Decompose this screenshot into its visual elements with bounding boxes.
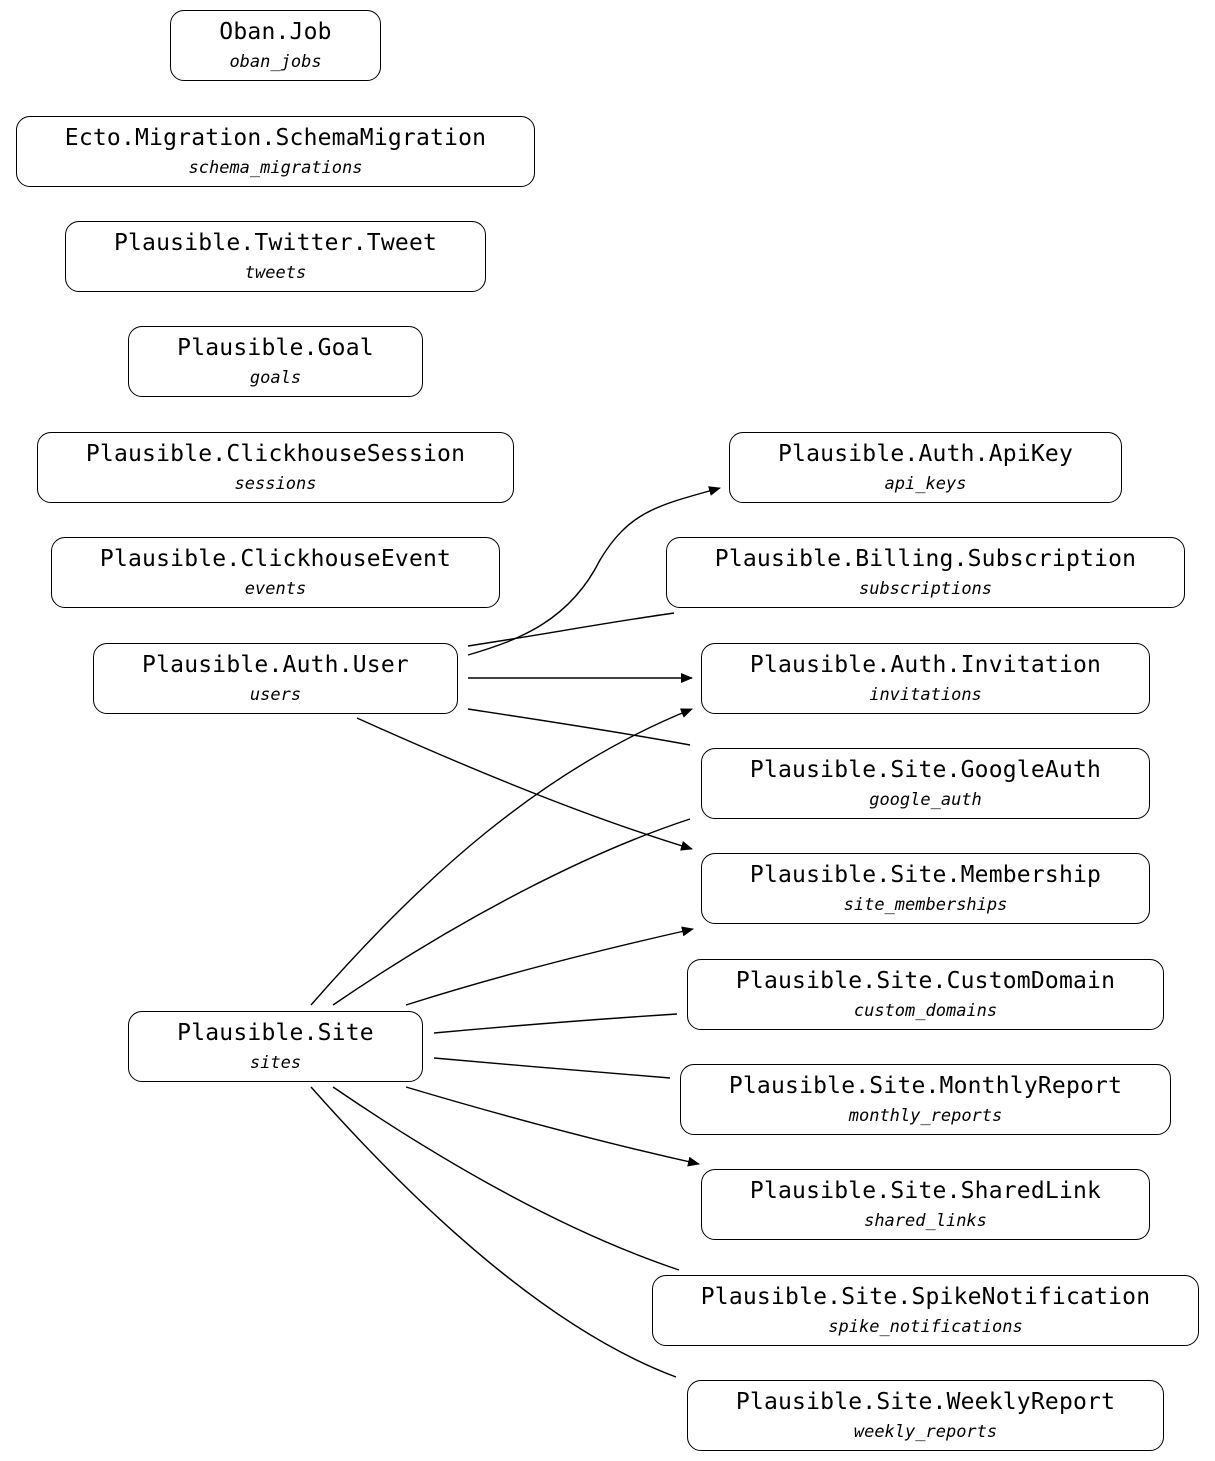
- node-clickhouse-session: Plausible.ClickhouseSession sessions: [37, 432, 514, 503]
- node-custom-domain: Plausible.Site.CustomDomain custom_domai…: [687, 959, 1164, 1030]
- node-module-name: Plausible.Site.GoogleAuth: [749, 757, 1102, 783]
- node-membership: Plausible.Site.Membership site_membershi…: [701, 853, 1150, 924]
- node-table-name: subscriptions: [858, 579, 993, 599]
- edge-site-invitation: [310, 708, 693, 1006]
- edge-site-membership: [405, 926, 694, 1006]
- edge-user-google-auth: [467, 708, 691, 746]
- node-module-name: Plausible.Site.SharedLink: [749, 1178, 1102, 1204]
- node-tweet: Plausible.Twitter.Tweet tweets: [65, 221, 486, 292]
- node-table-name: site_memberships: [843, 895, 1008, 915]
- node-module-name: Plausible.Goal: [177, 335, 374, 361]
- node-module-name: Plausible.ClickhouseSession: [85, 441, 466, 467]
- node-table-name: sessions: [234, 474, 317, 494]
- node-module-name: Plausible.Site.WeeklyReport: [735, 1389, 1116, 1415]
- node-table-name: schema_migrations: [188, 158, 363, 178]
- edge-site-monthly-report: [433, 1057, 671, 1079]
- node-invitation: Plausible.Auth.Invitation invitations: [701, 643, 1150, 714]
- node-module-name: Plausible.Auth.Invitation: [749, 652, 1102, 678]
- edge-site-spike-notification: [332, 1086, 680, 1271]
- node-module-name: Ecto.Migration.SchemaMigration: [64, 125, 487, 151]
- node-module-name: Plausible.Auth.ApiKey: [778, 441, 1073, 467]
- node-module-name: Oban.Job: [219, 19, 332, 45]
- node-table-name: monthly_reports: [848, 1106, 1003, 1126]
- node-table-name: weekly_reports: [853, 1422, 998, 1442]
- edge-user-membership: [356, 717, 693, 851]
- node-table-name: users: [249, 685, 302, 705]
- node-table-name: sites: [249, 1053, 302, 1073]
- node-module-name: Plausible.Auth.User: [142, 652, 409, 678]
- node-shared-link: Plausible.Site.SharedLink shared_links: [701, 1169, 1150, 1240]
- node-module-name: Plausible.ClickhouseEvent: [99, 546, 452, 572]
- node-google-auth: Plausible.Site.GoogleAuth google_auth: [701, 748, 1150, 819]
- node-table-name: api_keys: [884, 474, 967, 494]
- edge-site-custom-domain: [433, 1013, 678, 1034]
- node-module-name: Plausible.Site.Membership: [749, 862, 1102, 888]
- node-table-name: google_auth: [869, 790, 982, 810]
- edge-user-subscription: [467, 612, 675, 647]
- node-spike-notification: Plausible.Site.SpikeNotification spike_n…: [652, 1275, 1199, 1346]
- node-table-name: custom_domains: [853, 1001, 998, 1021]
- edge-site-weekly-report: [310, 1086, 677, 1378]
- node-table-name: spike_notifications: [828, 1317, 1023, 1337]
- node-table-name: shared_links: [864, 1211, 987, 1231]
- node-module-name: Plausible.Site.MonthlyReport: [728, 1073, 1123, 1099]
- node-user: Plausible.Auth.User users: [93, 643, 458, 714]
- node-table-name: oban_jobs: [229, 52, 322, 72]
- node-module-name: Plausible.Site: [177, 1020, 374, 1046]
- node-subscription: Plausible.Billing.Subscription subscript…: [666, 537, 1185, 608]
- node-goal: Plausible.Goal goals: [128, 326, 423, 397]
- node-module-name: Plausible.Site.SpikeNotification: [700, 1284, 1151, 1310]
- edge-site-google-auth: [332, 818, 691, 1006]
- node-table-name: goals: [249, 368, 302, 388]
- node-monthly-report: Plausible.Site.MonthlyReport monthly_rep…: [680, 1064, 1171, 1135]
- node-table-name: invitations: [869, 685, 982, 705]
- node-schema-migration: Ecto.Migration.SchemaMigration schema_mi…: [16, 116, 535, 187]
- node-module-name: Plausible.Site.CustomDomain: [735, 968, 1116, 994]
- node-module-name: Plausible.Twitter.Tweet: [113, 230, 438, 256]
- node-weekly-report: Plausible.Site.WeeklyReport weekly_repor…: [687, 1380, 1164, 1451]
- node-site: Plausible.Site sites: [128, 1011, 423, 1082]
- node-oban-job: Oban.Job oban_jobs: [170, 10, 381, 81]
- node-module-name: Plausible.Billing.Subscription: [714, 546, 1137, 572]
- node-table-name: tweets: [244, 263, 307, 283]
- node-api-key: Plausible.Auth.ApiKey api_keys: [729, 432, 1122, 503]
- node-clickhouse-event: Plausible.ClickhouseEvent events: [51, 537, 500, 608]
- edge-site-shared-link: [405, 1086, 700, 1167]
- node-table-name: events: [244, 579, 307, 599]
